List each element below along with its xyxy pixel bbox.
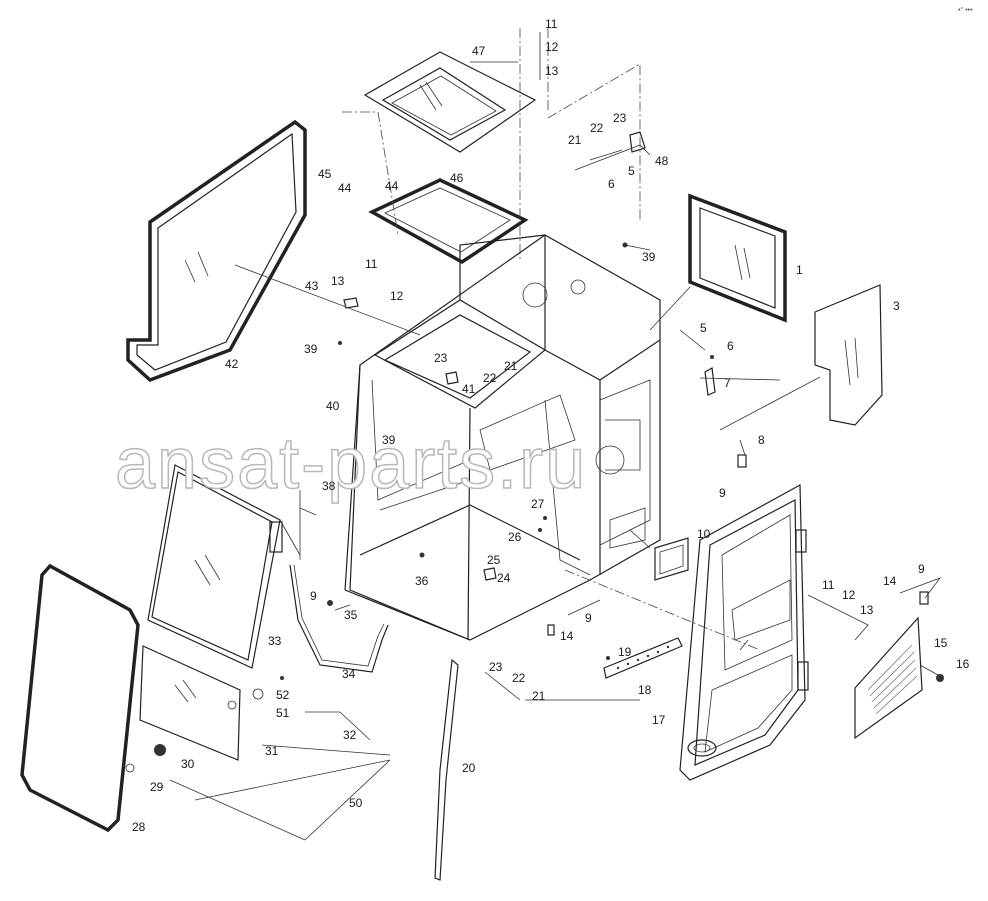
part-number-label: 34 bbox=[342, 667, 356, 681]
front-glass-42 bbox=[126, 119, 307, 383]
part-number-label: 17 bbox=[652, 713, 666, 727]
part-number-label: 18 bbox=[638, 683, 652, 697]
lower-glass-31 bbox=[139, 645, 241, 761]
part-number-label: 22 bbox=[512, 671, 526, 685]
part-number-label: 21 bbox=[568, 133, 582, 147]
sliding-glass-33 bbox=[147, 464, 283, 669]
part-number-label: 3 bbox=[893, 299, 900, 313]
part-number-label: 11 bbox=[822, 578, 835, 592]
hardware-parts bbox=[125, 131, 944, 773]
part-number-label: 8 bbox=[758, 433, 765, 447]
watermark-text: ansat-parts.ru bbox=[115, 424, 587, 504]
part-number-label: 6 bbox=[608, 177, 615, 191]
part-number-label: 15 bbox=[934, 636, 948, 650]
part-number-label: 19 bbox=[618, 645, 632, 659]
part-number-label: 23 bbox=[489, 660, 503, 674]
part-number-label: 13 bbox=[331, 274, 345, 288]
part-number-label: 1 bbox=[796, 263, 803, 277]
part-number-label: 50 bbox=[349, 796, 363, 810]
part-number-label: 24 bbox=[497, 571, 511, 585]
rail-34 bbox=[289, 564, 389, 673]
part-number-label: 23 bbox=[613, 111, 627, 125]
part-number-label: 7 bbox=[724, 376, 731, 390]
panel-10 bbox=[654, 537, 689, 581]
part-number-label: 11 bbox=[545, 17, 558, 31]
part-number-label: 32 bbox=[343, 728, 357, 742]
part-number-label: 42 bbox=[225, 357, 239, 371]
rail-20 bbox=[434, 658, 459, 881]
part-number-label: 36 bbox=[415, 574, 429, 588]
part-number-label: 48 bbox=[655, 154, 669, 168]
part-number-label: 9 bbox=[585, 611, 592, 625]
roof-glass-frame-47 bbox=[363, 51, 537, 153]
part-number-label: 44 bbox=[338, 181, 352, 195]
part-number-label: 39 bbox=[304, 342, 318, 356]
part-number-label: 31 bbox=[265, 744, 279, 758]
corner-mark: •° ••• bbox=[958, 6, 973, 14]
part-number-label: 9 bbox=[719, 486, 726, 500]
roof-seal-46 bbox=[368, 178, 529, 265]
part-number-label: 12 bbox=[842, 588, 856, 602]
part-number-label: 51 bbox=[276, 706, 290, 720]
part-number-label: 13 bbox=[545, 64, 559, 78]
part-number-label: 52 bbox=[276, 688, 290, 702]
part-number-label: 9 bbox=[918, 562, 925, 576]
part-number-label: 10 bbox=[697, 527, 711, 541]
part-number-label: 29 bbox=[150, 780, 164, 794]
part-number-label: 21 bbox=[504, 359, 518, 373]
part-number-label: 39 bbox=[382, 433, 396, 447]
rear-glass-1 bbox=[688, 193, 787, 323]
step-bar-18 bbox=[603, 637, 683, 679]
part-number-label: 11 bbox=[365, 257, 378, 271]
part-number-label: 16 bbox=[956, 657, 970, 671]
part-number-label: 12 bbox=[545, 40, 559, 54]
side-glass-3 bbox=[814, 284, 883, 426]
part-number-label: 25 bbox=[487, 553, 501, 567]
part-number-label: 45 bbox=[318, 167, 332, 181]
part-number-label: 41 bbox=[462, 382, 476, 396]
part-number-label: 22 bbox=[590, 121, 604, 135]
part-number-label: 6 bbox=[727, 339, 734, 353]
part-number-label: 35 bbox=[344, 608, 358, 622]
part-number-label: 43 bbox=[305, 279, 319, 293]
part-number-label: 14 bbox=[560, 629, 574, 643]
part-number-label: 9 bbox=[310, 589, 317, 603]
part-number-label: 46 bbox=[450, 171, 464, 185]
part-number-label: 21 bbox=[532, 689, 546, 703]
part-labels: 11 12 13 47 21 22 23 48 5 6 45 44 44 46 … bbox=[132, 17, 970, 834]
door-glass-15 bbox=[854, 616, 923, 740]
door-17 bbox=[679, 483, 809, 781]
part-number-label: 14 bbox=[883, 574, 897, 588]
part-number-label: 26 bbox=[508, 530, 522, 544]
part-number-label: 44 bbox=[385, 179, 399, 193]
part-number-label: 39 bbox=[642, 250, 656, 264]
part-number-label: 30 bbox=[181, 757, 195, 771]
part-number-label: 28 bbox=[132, 820, 146, 834]
part-number-label: 12 bbox=[390, 289, 404, 303]
part-number-label: 27 bbox=[531, 497, 545, 511]
leader-lines bbox=[169, 32, 942, 841]
part-number-label: 13 bbox=[860, 603, 874, 617]
part-number-label: 5 bbox=[700, 321, 707, 335]
part-number-label: 40 bbox=[326, 399, 340, 413]
part-number-label: 47 bbox=[472, 44, 486, 58]
part-number-label: 22 bbox=[483, 371, 497, 385]
gasket-28 bbox=[20, 563, 140, 833]
part-number-label: 33 bbox=[268, 634, 282, 648]
part-number-label: 38 bbox=[322, 479, 336, 493]
part-number-label: 20 bbox=[462, 761, 476, 775]
cab-frame bbox=[344, 234, 661, 641]
part-number-label: 5 bbox=[628, 164, 635, 178]
part-number-label: 23 bbox=[434, 351, 448, 365]
